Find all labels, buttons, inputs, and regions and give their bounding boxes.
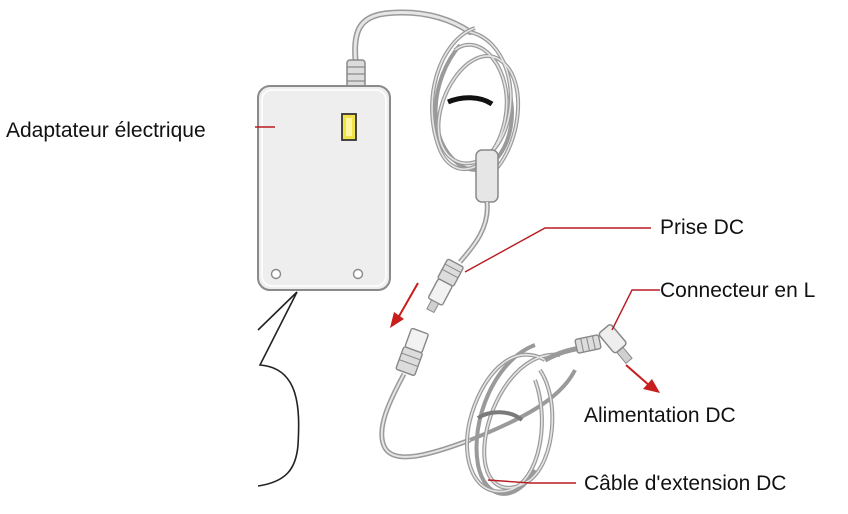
adapter-screw-right bbox=[352, 268, 364, 280]
arrow-down-left bbox=[390, 282, 419, 328]
leader-lines bbox=[255, 126, 660, 484]
ac-power-cord bbox=[257, 291, 300, 487]
leader-dc-plug bbox=[464, 227, 651, 273]
label-dc-power: Alimentation DC bbox=[584, 404, 736, 427]
extension-socket bbox=[395, 327, 429, 376]
power-adapter bbox=[257, 85, 391, 291]
dc-plug bbox=[426, 258, 464, 314]
leader-extension-cable bbox=[487, 479, 576, 484]
arrow-down-right bbox=[625, 364, 660, 393]
ferrite-core bbox=[475, 149, 499, 203]
cable-tie bbox=[447, 95, 494, 107]
label-l-connector: Connecteur en L bbox=[660, 279, 816, 302]
label-adapter: Adaptateur électrique bbox=[6, 119, 206, 142]
leader-l-connector bbox=[611, 289, 660, 331]
adapter-strain-relief bbox=[346, 59, 366, 89]
l-connector bbox=[574, 324, 633, 365]
adapter-screw-left bbox=[270, 268, 282, 280]
label-dc-plug: Prise DC bbox=[660, 216, 745, 239]
upper-cable-coil bbox=[430, 26, 521, 177]
label-extension-cable: Câble d'extension DC bbox=[584, 472, 787, 495]
